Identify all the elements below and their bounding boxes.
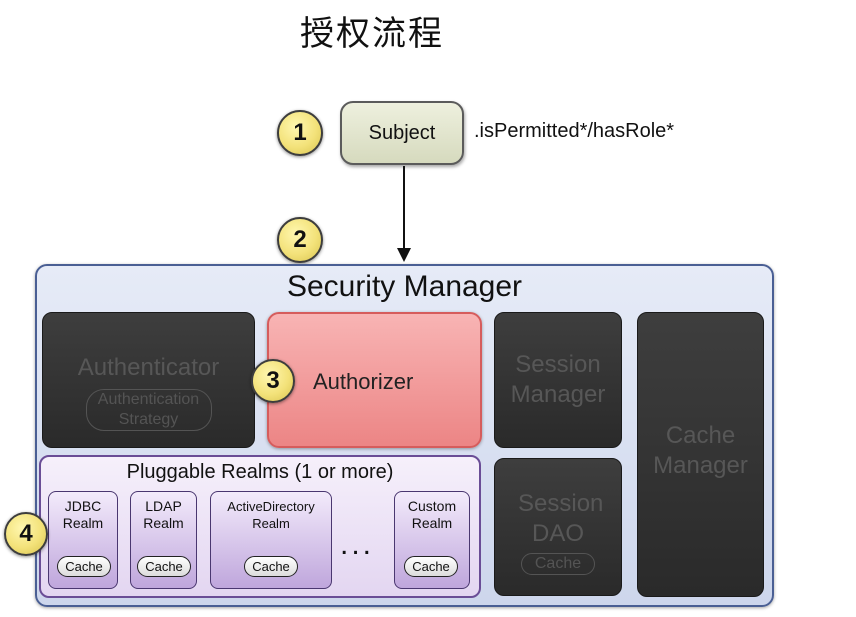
authorizer-label: Authorizer xyxy=(313,369,414,394)
flow-arrow-head xyxy=(397,248,411,262)
security-manager-title: Security Manager xyxy=(286,270,523,303)
step-1-badge: 1 xyxy=(277,110,323,156)
step-4-badge: 4 xyxy=(4,512,48,556)
realm-jdbc-cache-pill: Cache xyxy=(57,556,111,577)
realm-name: Custom Realm xyxy=(407,498,457,531)
realm-name: JDBC Realm xyxy=(62,498,104,531)
authenticator-box: Authenticator Authentication Strategy xyxy=(42,312,255,448)
session-dao-box: Session DAO Cache xyxy=(494,458,622,596)
cache-manager-box: Cache Manager xyxy=(637,312,764,597)
cache-manager-label: Cache Manager xyxy=(653,422,748,479)
subject-label: Subject xyxy=(368,121,436,144)
session-dao-label: Session DAO xyxy=(518,490,604,547)
session-dao-cache-pill: Cache xyxy=(521,553,595,575)
realm-name: LDAP Realm xyxy=(143,498,184,531)
authenticator-label: Authenticator xyxy=(77,354,220,381)
flow-arrow-line xyxy=(403,166,405,251)
subject-box: Subject xyxy=(340,101,464,165)
realm-activedirectory-cache-pill: Cache xyxy=(244,556,298,577)
authorizer-box xyxy=(267,312,482,448)
realm-ldap-cache-pill: Cache xyxy=(137,556,191,577)
more-realms-ellipsis: ... xyxy=(340,528,375,561)
realm-custom-cache-pill: Cache xyxy=(404,556,458,577)
session-manager-box: Session Manager xyxy=(494,312,622,448)
session-manager-label: Session Manager xyxy=(510,351,606,408)
step-3-badge: 3 xyxy=(251,359,295,403)
pluggable-realms-title: Pluggable Realms (1 or more) xyxy=(126,461,394,483)
realm-name: ActiveDirectory Realm xyxy=(227,499,315,531)
step-2-badge: 2 xyxy=(277,217,323,263)
authentication-strategy-pill: Authentication Strategy xyxy=(85,389,212,431)
diagram-title: 授权流程 xyxy=(300,14,444,54)
subject-method-label: .isPermitted*/hasRole* xyxy=(474,120,675,142)
